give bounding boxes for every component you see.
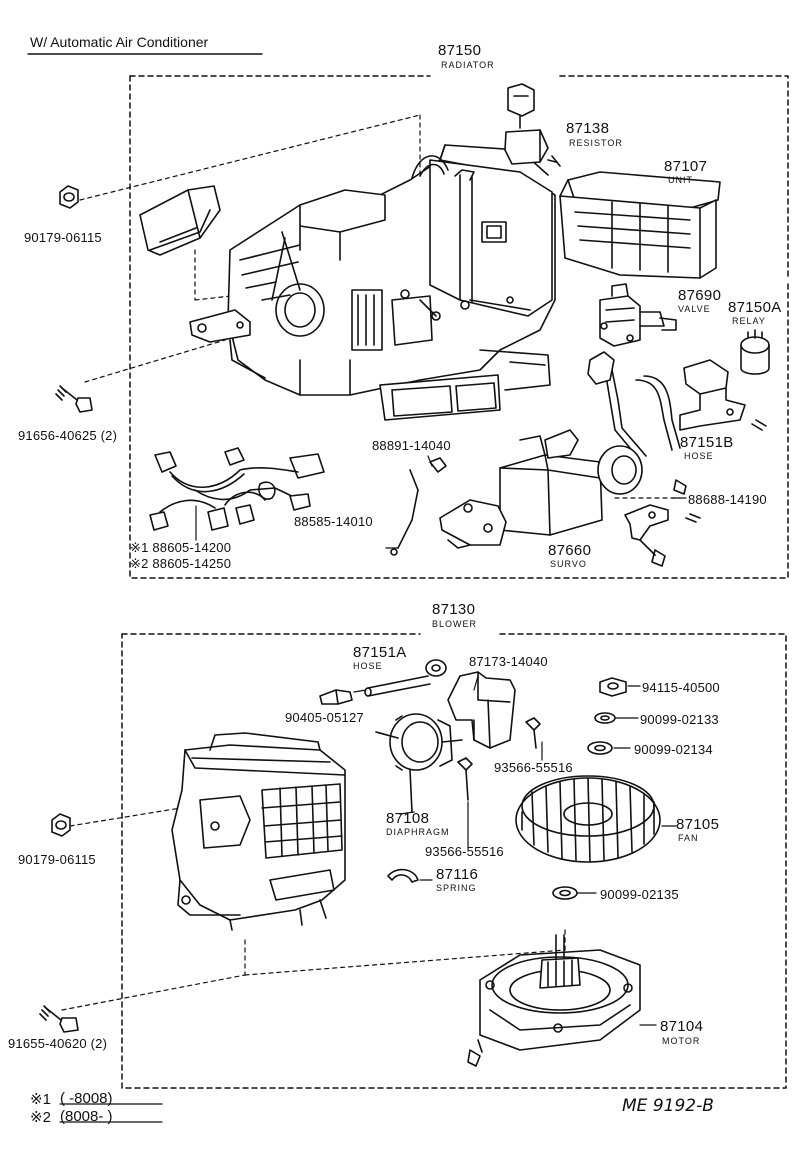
unit-87107-drawing [559, 171, 721, 279]
screw-lower-part-number: 93566-55516 [425, 844, 504, 859]
lower-group-border [121, 633, 787, 1089]
valve-part-name: VALVE [678, 304, 711, 314]
nut-90179-upper-drawing [59, 185, 79, 209]
fan-part-number: 87105 [676, 816, 720, 833]
part-88688-number: 88688-14190 [688, 492, 767, 507]
radiator-part-number: 87150 [438, 42, 482, 59]
spring-part-name: SPRING [436, 883, 477, 893]
valve-part-number: 87690 [678, 287, 722, 304]
bolt-upper-part-number: 91656-40625 (2) [18, 428, 118, 443]
part-88585-number: 88585-14010 [294, 514, 373, 529]
washer-02133-part-number: 90099-02133 [640, 712, 719, 727]
bracket-87173-part-number: 87173-14040 [469, 654, 548, 669]
plug-90405-part-number: 90405-05127 [285, 710, 364, 725]
resistor-part-name: RESISTOR [569, 138, 623, 148]
hose-87151b-drawing [587, 351, 681, 461]
footnote-1-mark: ※1 [30, 1091, 51, 1108]
spring-part-number: 87116 [436, 866, 479, 883]
nut-lower-part-number: 90179-06115 [18, 852, 96, 867]
washer-02134-drawing [587, 741, 613, 755]
bolt-91655-drawing [39, 1005, 79, 1033]
drawing-code: ME 9192-B [622, 1096, 714, 1116]
diagram-title: W/ Automatic Air Conditioner [30, 34, 209, 50]
fan-part-name: FAN [678, 833, 699, 843]
hose-a-part-name: HOSE [353, 661, 383, 671]
blower-part-number: 87130 [432, 601, 476, 618]
bracket-right-drawing [679, 359, 767, 431]
wire-harness-drawing [149, 447, 325, 531]
unit-part-number: 87107 [664, 158, 708, 175]
footnote-2-mark: ※2 [30, 1109, 51, 1126]
duct-cover-drawing [139, 185, 221, 256]
spring-drawing [387, 868, 419, 883]
relay-part-number: 87150A [728, 299, 782, 316]
washer-02135-part-number: 90099-02135 [600, 887, 679, 902]
heater-unit-drawing [189, 144, 556, 421]
bolt-lower-part-number: 91655-40620 (2) [8, 1036, 108, 1051]
bracket-87173-drawing [447, 671, 516, 749]
washer-02135-drawing [552, 886, 578, 900]
harness-2-part-number: ※2 88605-14250 [130, 556, 232, 571]
screw-upper-part-number: 93566-55516 [494, 760, 573, 775]
bracket-88688-drawing [624, 479, 701, 567]
washer-02134-part-number: 90099-02134 [634, 742, 713, 757]
motor-part-name: MOTOR [662, 1036, 701, 1046]
screw-lower-drawing [457, 757, 473, 801]
diaphragm-part-number: 87108 [386, 810, 430, 827]
radiator-part-name: RADIATOR [441, 60, 495, 70]
valve-drawing [599, 283, 677, 347]
blower-case-drawing [171, 732, 346, 931]
plug-90405-drawing [319, 689, 353, 705]
hose-87151a-drawing [364, 659, 447, 697]
nut-90179-lower-drawing [51, 813, 71, 837]
hose-a-part-number: 87151A [353, 644, 407, 661]
washer-02133-drawing [594, 712, 616, 724]
diaphragm-drawing [375, 713, 463, 813]
nut-94115-part-number: 94115-40500 [642, 680, 720, 695]
motor-drawing [467, 934, 641, 1067]
nut-94115-drawing [599, 677, 627, 697]
hose-b-part-name: HOSE [684, 451, 714, 461]
nut-upper-part-number: 90179-06115 [24, 230, 102, 245]
screw-upper-drawing [525, 717, 541, 749]
servo-part-number: 87660 [548, 542, 592, 559]
diaphragm-part-name: DIAPHRAGM [386, 827, 450, 837]
footnote-2-range: (8008- ) [60, 1108, 113, 1125]
hose-b-part-number: 87151B [680, 434, 734, 451]
harness-1-part-number: ※1 88605-14200 [130, 540, 232, 555]
servo-drawing [390, 429, 643, 556]
bolt-91656-drawing [55, 385, 93, 413]
resistor-drawing [504, 83, 561, 167]
servo-part-name: SURVO [550, 559, 587, 569]
relay-part-name: RELAY [732, 316, 766, 326]
motor-part-number: 87104 [660, 1018, 704, 1035]
unit-part-name: UNIT [668, 175, 693, 185]
resistor-part-number: 87138 [566, 120, 610, 137]
part-88891-number: 88891-14040 [372, 438, 451, 453]
fan-drawing [515, 775, 661, 863]
footnote-1-range: ( -8008) [60, 1090, 113, 1107]
upper-group-border [129, 75, 789, 579]
blower-part-name: BLOWER [432, 619, 478, 629]
relay-drawing [740, 329, 770, 375]
